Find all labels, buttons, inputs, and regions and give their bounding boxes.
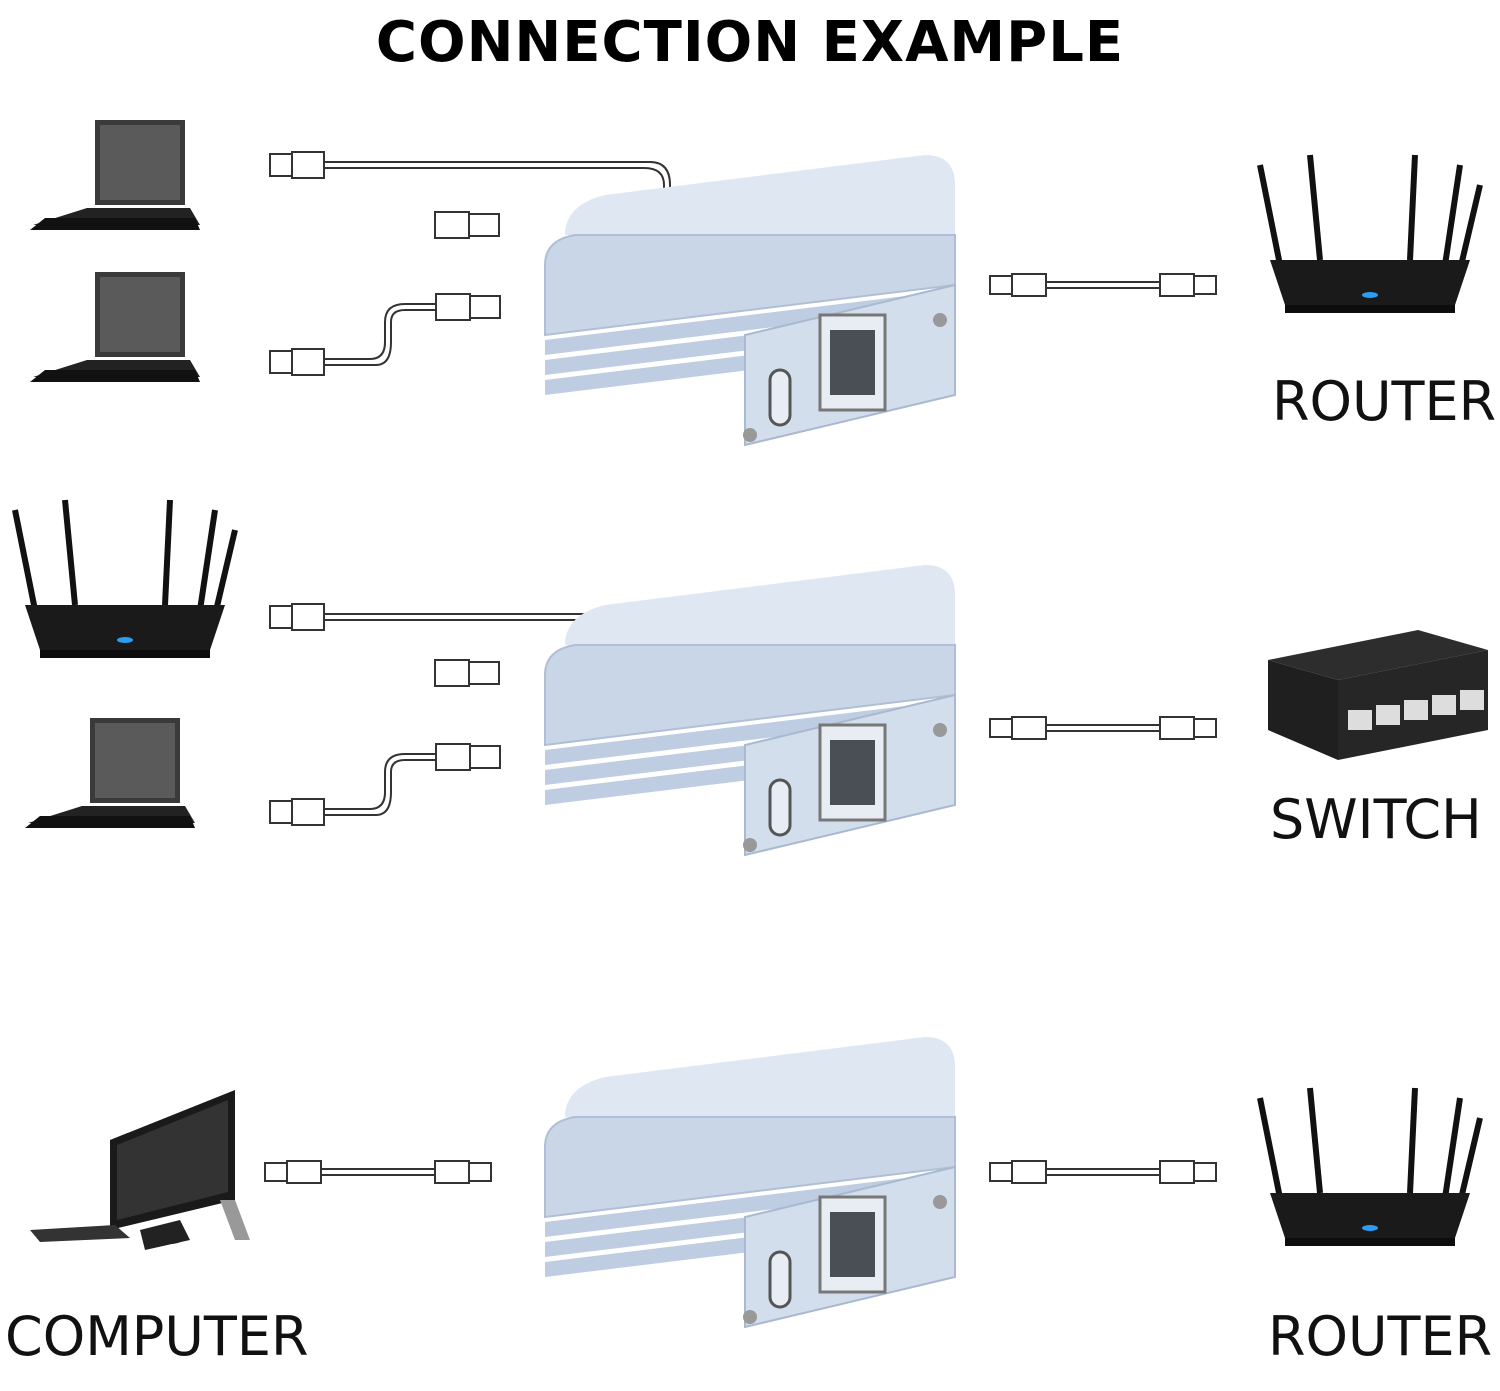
switch-label: SWITCH (1270, 788, 1482, 851)
router-label: ROUTER (1268, 1305, 1493, 1368)
usb-c-ethernet-adapter (543, 153, 957, 447)
router-icon (1260, 1088, 1480, 1246)
usb-c-ethernet-adapter (543, 563, 957, 857)
laptop-icon (30, 272, 200, 382)
ethernet-cable (989, 273, 1217, 297)
laptop-icon (30, 120, 200, 230)
router-label: ROUTER (1272, 370, 1497, 433)
router-icon (15, 500, 235, 658)
page-title: CONNECTION EXAMPLE (375, 10, 1125, 75)
desktop-computer-icon (30, 1090, 250, 1250)
switch-icon (1268, 630, 1488, 760)
ethernet-cable (269, 293, 501, 376)
ethernet-cable (989, 1160, 1217, 1184)
computer-label: COMPUTER (5, 1305, 309, 1368)
ethernet-cable (264, 1160, 492, 1184)
ethernet-cable (269, 743, 501, 826)
router-icon (1260, 155, 1480, 313)
usb-c-ethernet-adapter (543, 1035, 957, 1329)
ethernet-cable (989, 716, 1217, 740)
laptop-icon (25, 718, 195, 828)
